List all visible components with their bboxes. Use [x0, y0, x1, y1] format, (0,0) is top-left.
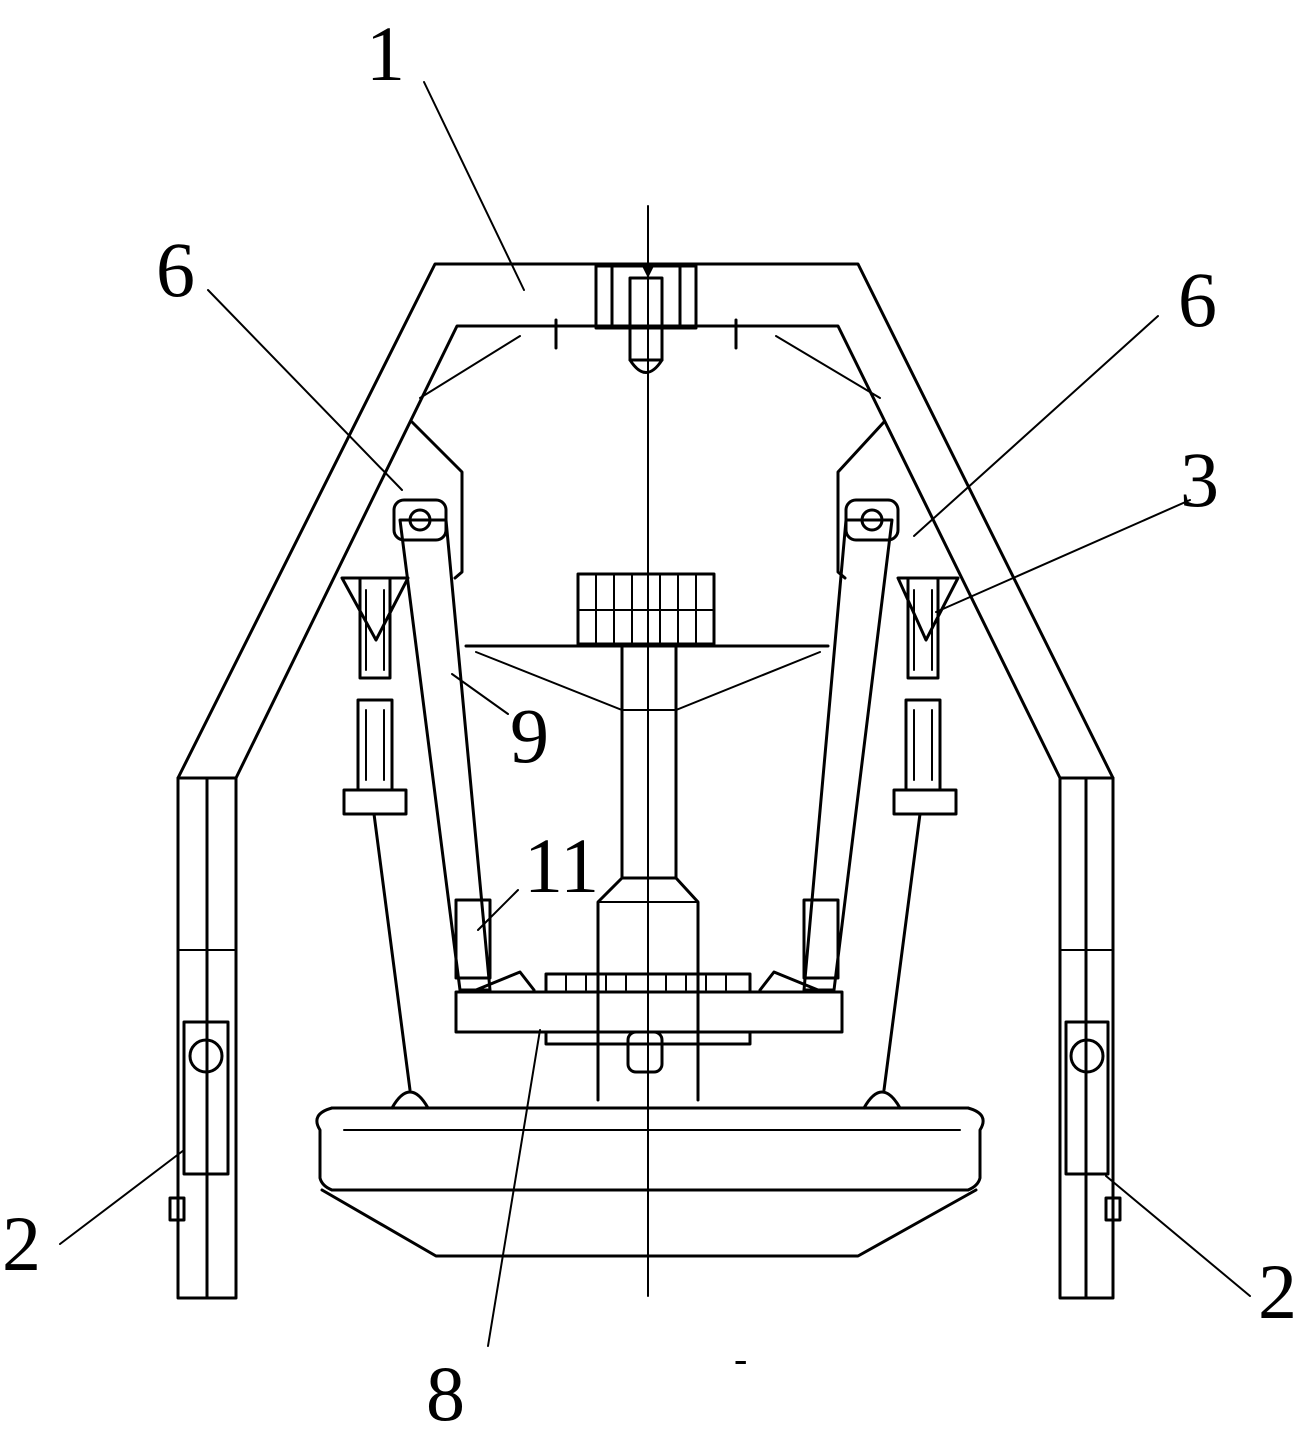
label-part-6-left: 6 — [156, 226, 195, 313]
center-axis — [642, 205, 654, 1297]
right-bracket — [775, 335, 886, 580]
bottom-hull — [315, 1106, 985, 1258]
right-suspension — [862, 576, 960, 1110]
label-part-8: 8 — [426, 1350, 465, 1437]
label-part-1: 1 — [366, 10, 405, 97]
label-part-3: 3 — [1180, 436, 1219, 523]
left-cylinder — [392, 498, 492, 992]
outer-frame — [176, 262, 1115, 780]
label-part-6-right: 6 — [1178, 256, 1217, 343]
label-part-11: 11 — [524, 822, 599, 909]
part-labels: 1 6 6 3 9 11 2 2 8 - — [2, 10, 1297, 1437]
right-cylinder — [802, 498, 900, 992]
left-suspension — [340, 576, 430, 1110]
leader-lines — [59, 81, 1251, 1347]
right-leg — [1058, 776, 1122, 1300]
left-leg — [168, 776, 238, 1300]
label-part-2-left: 2 — [2, 1200, 41, 1287]
stray-mark: - — [734, 1336, 747, 1381]
label-part-2-right: 2 — [1258, 1248, 1297, 1335]
left-bracket — [410, 335, 521, 580]
label-part-9: 9 — [510, 692, 549, 779]
